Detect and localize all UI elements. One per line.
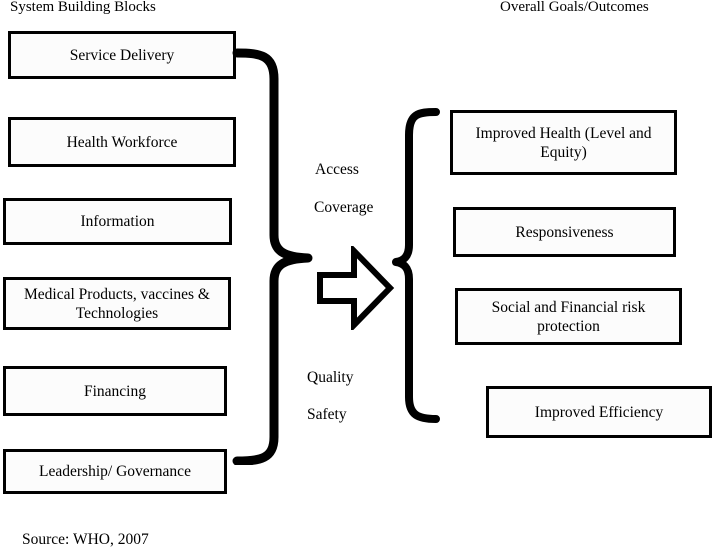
right-brace-icon — [392, 105, 440, 427]
building-block-information[interactable]: Information — [3, 198, 232, 245]
left-brace-icon — [232, 45, 316, 466]
middle-label-access: Access — [315, 161, 359, 178]
middle-label-safety: Safety — [307, 406, 347, 423]
source-note: Source: WHO, 2007 — [22, 531, 149, 548]
right-arrow-icon — [314, 243, 396, 333]
middle-label-quality: Quality — [307, 369, 354, 386]
building-block-health-workforce[interactable]: Health Workforce — [8, 117, 236, 167]
goal-responsiveness[interactable]: Responsiveness — [453, 207, 676, 257]
middle-label-coverage: Coverage — [314, 199, 374, 216]
goal-social-financial-risk-protection[interactable]: Social and Financial risk protection — [455, 288, 682, 345]
building-block-medical-products[interactable]: Medical Products, vaccines & Technologie… — [3, 277, 231, 330]
building-block-financing[interactable]: Financing — [3, 366, 227, 416]
goal-improved-efficiency[interactable]: Improved Efficiency — [486, 386, 712, 438]
left-column-header: System Building Blocks — [10, 0, 156, 15]
building-block-leadership-governance[interactable]: Leadership/ Governance — [3, 449, 227, 494]
building-block-service-delivery[interactable]: Service Delivery — [8, 31, 236, 79]
goal-improved-health[interactable]: Improved Health (Level and Equity) — [450, 110, 677, 175]
right-column-header: Overall Goals/Outcomes — [500, 0, 649, 15]
